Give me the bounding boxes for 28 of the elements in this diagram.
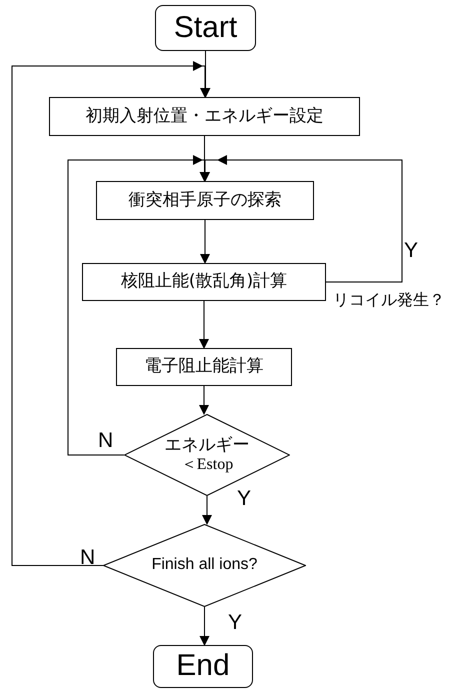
arrow	[199, 300, 209, 349]
edge-label: Y	[228, 612, 242, 633]
arrow	[200, 220, 210, 264]
process-box	[82, 263, 326, 301]
end-terminal	[153, 645, 253, 688]
start-terminal	[155, 5, 256, 51]
terminal-label: Start	[174, 10, 238, 46]
decision-text: ＜Estop	[180, 456, 234, 474]
arrow	[200, 606, 210, 646]
process-box	[96, 181, 314, 220]
edge-label: Y	[404, 240, 418, 261]
arrow	[199, 386, 209, 415]
condition-label: リコイル発生？	[333, 290, 445, 311]
process-text: 衝突相手原子の探索	[128, 190, 282, 210]
edge-label: Y	[237, 488, 252, 509]
decision-text: エネルギー	[164, 436, 250, 456]
process-text: 電子阻止能計算	[144, 357, 264, 377]
process-text: 核阻止能(散乱角)計算	[120, 272, 288, 292]
edge-label: N	[98, 430, 114, 451]
edge-label: N	[80, 547, 96, 568]
process-box	[116, 348, 292, 386]
arrow	[202, 496, 212, 525]
arrow	[68, 155, 210, 456]
process-text: 初期入射位置・エネルギー設定	[86, 106, 324, 126]
decision-diamond	[103, 524, 306, 607]
terminal-label: End	[176, 649, 230, 684]
decision-text: Finish all ions?	[152, 556, 258, 575]
process-box	[49, 97, 360, 136]
